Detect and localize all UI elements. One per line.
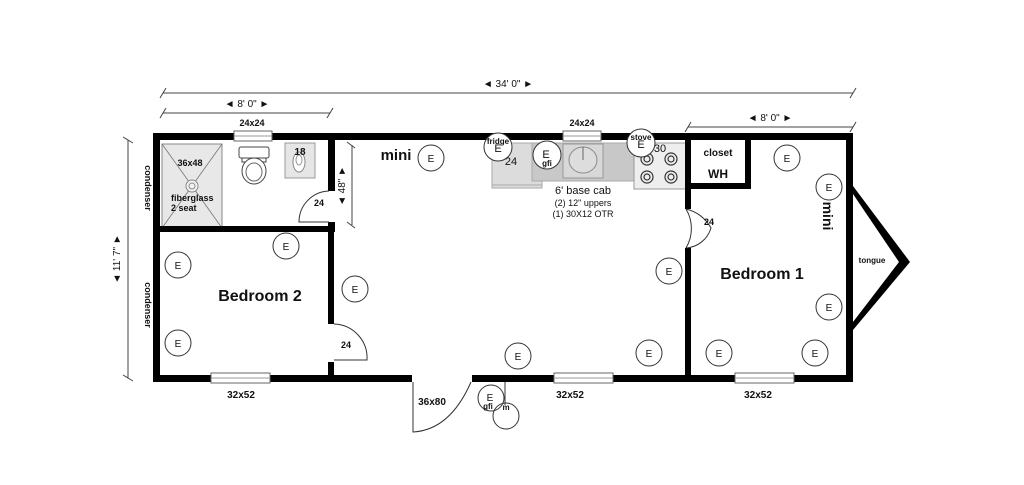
outlet-icon: E [801,339,829,367]
exterior-gfi-outlet-icon: E [477,384,505,412]
condenser-label-bottom: condenser [143,282,153,328]
shower [161,143,223,229]
entry-door[interactable] [412,381,472,433]
outlet-icon: E [272,232,300,260]
outlet-icon: E [164,251,192,279]
gfi-outlet-icon: E [532,140,562,170]
outlet-icon: E [815,173,843,201]
hall-clearance-label: ◄ 48" ► [337,166,348,206]
tongue-label: tongue [859,256,886,265]
base-cab-label: 6' base cab [555,185,611,197]
kitchen-window [562,130,602,142]
dimension-overall [159,87,857,99]
left-section-label: ◄ 8' 0" ► [225,99,270,110]
svg-text:E: E [666,267,673,278]
bedroom1-label: Bedroom 1 [720,266,804,283]
outlets: E E E E E E E E E E E E E E fridge E gfi… [164,128,843,430]
bedroom2-window [210,372,271,384]
bathroom-door[interactable] [298,190,330,223]
dimension-hall [346,141,356,229]
outlet-icon: E [341,275,369,303]
bedroom1-door[interactable] [685,208,712,249]
exterior-light-label: m [502,403,509,412]
bedroom2-door[interactable] [333,323,368,361]
svg-text:E: E [784,154,791,165]
svg-text:E: E [646,349,653,360]
bathroom-door-label: 24 [314,198,324,208]
bathroom-window [233,130,273,142]
svg-text:E: E [352,285,359,296]
exterior-light-icon [492,402,520,430]
stove-label: stove [631,133,652,142]
kitchen-window-label: 24x24 [569,118,594,128]
right-section-label: ◄ 8' 0" ► [748,113,793,124]
svg-text:E: E [175,339,182,350]
svg-text:E: E [487,393,494,404]
shower-size-label: 36x48 [177,158,202,168]
svg-text:E: E [494,143,501,155]
stove-outlet-icon: E [626,128,656,158]
svg-text:E: E [637,139,644,151]
outlet-icon: E [635,339,663,367]
svg-text:E: E [515,352,522,363]
width-label: ◄ 11' 7" ► [112,234,123,284]
fridge-label: fridge [487,137,510,146]
dimension-width [122,136,134,382]
outlet-icon: E [773,144,801,172]
bedroom2-window-label: 32x52 [227,390,255,401]
water-heater-label: WH [708,167,728,181]
shower-material-label: fiberglass [171,193,214,203]
closet-label: closet [704,148,734,159]
svg-text:E: E [716,349,723,360]
bedroom1-window [734,372,795,384]
outlet-icon: E [815,293,843,321]
sink-size-label: 18 [294,147,306,158]
kitchen-gfi-label: gfi [542,159,552,168]
bathroom-sink-icon [284,142,316,179]
mini-split-label-main: mini [381,147,412,164]
bedroom1-door-label: 24 [704,217,714,227]
svg-text:E: E [812,349,819,360]
entry-door-label: 36x80 [418,397,446,408]
fridge-outlet-icon: E [483,132,513,162]
stove-width-label: 30 [654,143,666,155]
dimension-left-section [159,107,334,119]
condenser-label-top: condenser [143,165,153,211]
outlet-icon: E [164,329,192,357]
bedroom1-window-label: 32x52 [744,390,772,401]
dimension-right-section [684,121,857,133]
outlet-icon: E [705,339,733,367]
svg-text:E: E [542,149,549,161]
living-window-label: 32x52 [556,390,584,401]
shower-seat-label: 2 seat [171,203,197,213]
svg-text:E: E [175,261,182,272]
svg-text:E: E [283,242,290,253]
exterior-gfi-label: gfi [483,402,493,411]
overall-length-label: ◄ 34' 0" ► [483,79,533,90]
outlet-icon: E [417,144,445,172]
living-window [553,372,614,384]
bedroom2-label: Bedroom 2 [218,288,302,305]
fridge-width-label: 24 [505,156,517,168]
outlet-icon: E [504,342,532,370]
svg-text:E: E [826,303,833,314]
svg-text:E: E [428,154,435,165]
bathroom-window-label: 24x24 [239,118,264,128]
mini-split-label-bedroom1: mini [820,202,836,231]
uppers-label: (2) 12" uppers [555,198,612,208]
bedroom2-door-label: 24 [341,340,351,350]
otr-label: (1) 30X12 OTR [552,209,614,219]
toilet-icon [238,146,270,185]
svg-text:E: E [826,183,833,194]
outlet-icon: E [655,257,683,285]
